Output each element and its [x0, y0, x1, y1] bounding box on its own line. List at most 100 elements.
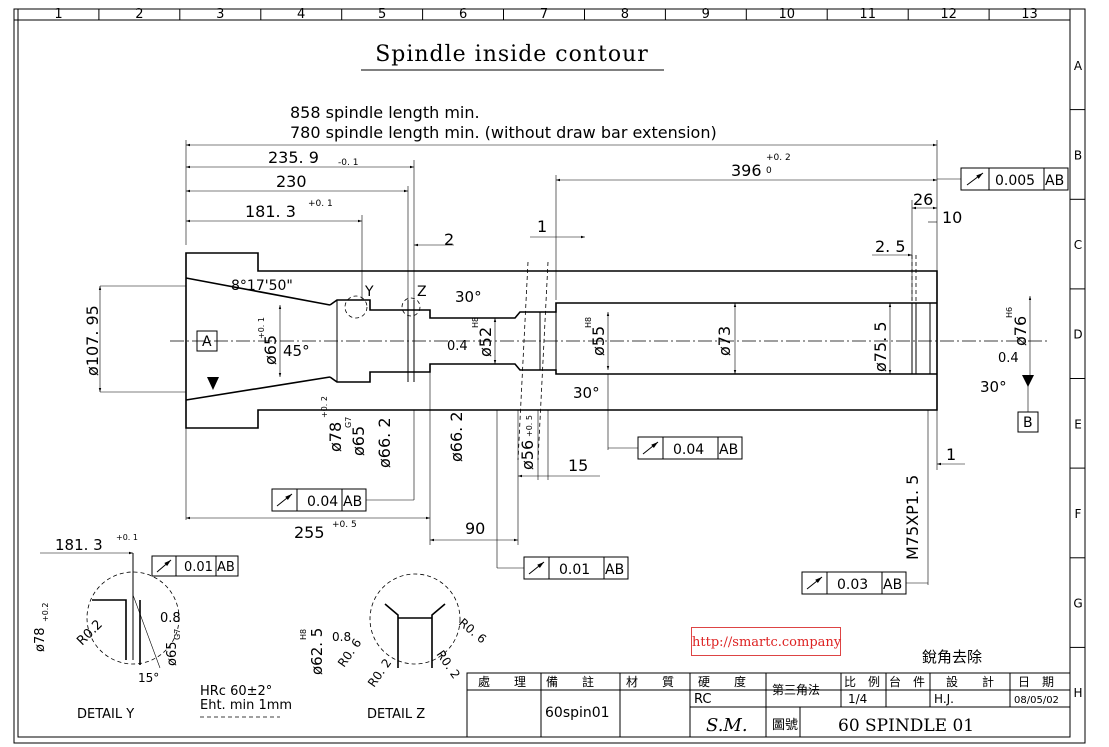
detail-z-r02b: R0. 2 — [434, 648, 463, 682]
tol-datum: AB — [605, 562, 624, 578]
tb-remark-value: 60spin01 — [545, 705, 610, 721]
dim-235-label: 235. 9 — [268, 148, 319, 167]
zone-column-label: 7 — [540, 7, 548, 22]
detail-z-d62: ø62. 5 — [308, 628, 326, 675]
detail-y: 181. 3 +0. 1 0.01 AB ø78 +0.2 R0.2 0.8 ø… — [33, 533, 239, 722]
title-block: 處 理 備 註 材 質 硬 度 第三角法 比 例 台 件 設 計 日 期 60s… — [466, 672, 1071, 738]
dia-55-fit: H8 — [584, 317, 593, 328]
dia-76-fit: H6 — [1005, 307, 1014, 318]
tb-header-remark: 備 註 — [546, 674, 594, 689]
dim-230: 230 — [186, 172, 408, 193]
note-deburr: 銳角去除 — [922, 648, 982, 666]
dia-78-tol: +0. 2 — [320, 396, 329, 418]
dia-65-label: ø65 — [261, 335, 280, 365]
detail-z-r06b: R0. 6 — [456, 616, 489, 647]
dim-255-tol: +0. 5 — [332, 520, 357, 530]
tolerance-frame-lower-mid: 0.01 AB — [496, 410, 629, 580]
tol-value: 0.03 — [837, 577, 868, 593]
detail-y-d78-tol: +0.2 — [41, 603, 50, 622]
detail-y-angle: 15° — [138, 671, 159, 685]
dia-66-a-label: ø66. 2 — [375, 418, 394, 469]
dim-1-top-label: 1 — [537, 217, 547, 236]
detail-y-d65-fit: G7 — [173, 629, 182, 640]
tb-header-projection: 第三角法 — [772, 683, 820, 697]
detail-y-marker: Y — [364, 284, 374, 300]
dia-66-b-label: ø66. 2 — [447, 412, 466, 463]
dim-396-tol-up: +0. 2 — [766, 153, 791, 163]
detail-y-title: DETAIL Y — [77, 707, 134, 722]
zone-column-label: 3 — [216, 7, 224, 22]
zone-row-label: G — [1073, 597, 1082, 611]
tol-value: 0.04 — [673, 442, 704, 458]
drawing-title: Spindle inside contour — [375, 42, 649, 67]
dim-230-label: 230 — [276, 172, 307, 191]
dim-1-top: 1 — [530, 217, 585, 239]
watermark-link[interactable]: http://smartc.company — [691, 627, 841, 656]
dim-10: 10 — [928, 208, 962, 227]
dia-52-label: ø52 — [476, 327, 495, 357]
zone-column-label: 8 — [621, 7, 629, 22]
note-hardness: HRc 60±2° — [200, 684, 272, 699]
zone-column-label: 2 — [135, 7, 143, 22]
tol-datum: AB — [343, 494, 362, 510]
angle-45: 45° — [283, 342, 310, 360]
note-length-780: 780 spindle length min. (without draw ba… — [290, 123, 717, 142]
zone-column-label: 6 — [459, 7, 467, 22]
dia-78-label: ø78 — [326, 422, 345, 452]
dim-1-right: 1 — [937, 445, 965, 466]
dim-2-5: 2. 5 — [872, 237, 912, 257]
zone-column-label: 11 — [859, 7, 876, 22]
angle-30-a: 30° — [455, 288, 482, 306]
detail-y-r02: R0.2 — [74, 617, 106, 649]
dim-26: 26 — [912, 190, 937, 210]
thread-label: M75XP1. 5 — [903, 475, 922, 560]
dim-90-label: 90 — [465, 519, 485, 538]
dim-90: 90 — [430, 519, 518, 542]
tol-datum: AB — [1045, 173, 1064, 189]
dim-255: 255 +0. 5 — [186, 516, 430, 542]
detail-z-r02a: R0. 2 — [365, 656, 394, 690]
zone-row-label: A — [1074, 59, 1083, 73]
note-length-858: 858 spindle length min. — [290, 103, 480, 122]
tol-value: 0.01 — [559, 562, 590, 578]
tb-company: S.M. — [706, 715, 748, 736]
radius-04-b: 0.4 — [998, 351, 1019, 366]
note-case-depth: Eht. min 1mm — [200, 698, 292, 713]
tb-header-scale: 比 例 — [844, 675, 880, 689]
dim-10-label: 10 — [942, 208, 962, 227]
tol-value: 0.005 — [995, 173, 1035, 189]
dim-181-label: 181. 3 — [245, 202, 296, 221]
dim-396: 396 +0. 2 0 — [556, 153, 937, 182]
dim-396-label: 396 — [731, 161, 762, 180]
dia-65g-fit: G7 — [344, 417, 353, 428]
tb-drawing-no: 60 SPINDLE 01 — [838, 716, 974, 736]
dim-181: 181. 3 +0. 1 — [186, 199, 362, 223]
tolerance-frame-lower-right: 0.03 AB — [801, 571, 928, 595]
zone-column-label: 4 — [297, 7, 305, 22]
zone-column-label: 13 — [1021, 7, 1038, 22]
angle-30-b: 30° — [573, 384, 600, 402]
zone-row-label: F — [1075, 507, 1082, 521]
dim-2-label: 2 — [444, 230, 454, 249]
tolerance-frame-top-right: 0.005 AB — [937, 167, 1069, 191]
dia-52-fit: H8 — [471, 317, 480, 328]
datum-a: A — [196, 330, 219, 390]
zone-row-label: D — [1073, 328, 1082, 342]
tb-header-design: 設 計 — [946, 674, 994, 689]
zone-row-label: B — [1074, 148, 1082, 162]
tb-hardness-value: RC — [694, 692, 711, 707]
zone-column-label: 12 — [940, 7, 957, 22]
dia-65-tol: +0. 1 — [257, 317, 266, 339]
dim-255-label: 255 — [294, 523, 325, 542]
dim-15-label: 15 — [568, 456, 588, 475]
tb-header-material: 材 質 — [626, 674, 674, 689]
angle-30-c: 30° — [980, 378, 1007, 396]
tolerance-frame-left: 0.04 AB — [271, 488, 414, 512]
dim-2: 2 — [414, 230, 454, 249]
detail-z-d62-fit: H8 — [299, 629, 308, 640]
tol-datum: AB — [217, 560, 235, 575]
tolerance-frame-mid: 0.04 AB — [608, 436, 743, 460]
detail-y-d78: ø78 — [33, 628, 48, 653]
